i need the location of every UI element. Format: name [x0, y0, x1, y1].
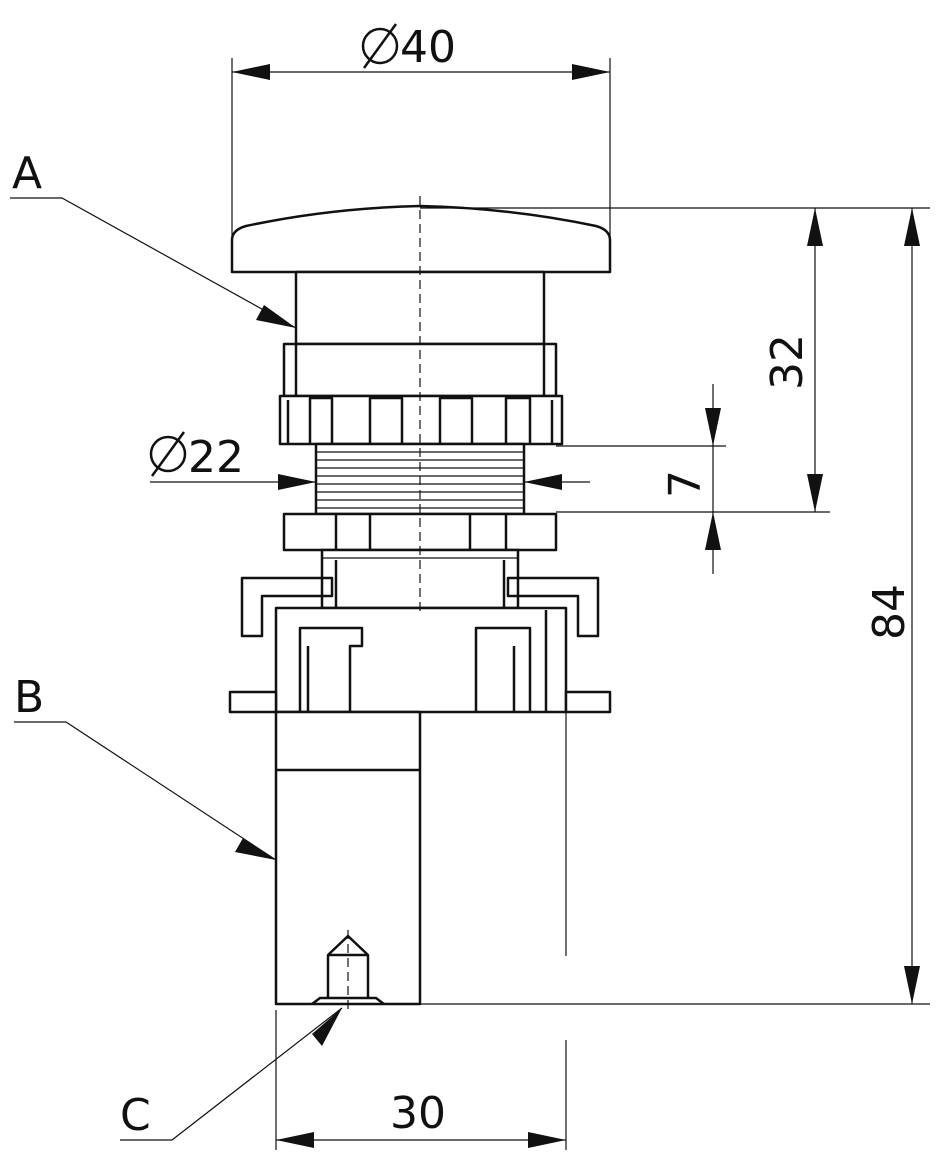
serrated-ring [278, 394, 564, 446]
pushbutton-body [228, 204, 612, 1006]
dim-label-block-width: 30 [390, 1088, 446, 1139]
dim-label-head-height: 32 [762, 334, 813, 390]
leader-a: A [10, 148, 297, 329]
leader-b: B [14, 672, 277, 861]
dimension-overall-height: 84 [420, 208, 930, 1005]
dimension-thread-diameter: 22 [149, 431, 590, 490]
dimension-panel-gap: 7 [556, 384, 726, 574]
dimension-block-width: 30 [275, 712, 567, 1150]
leader-c: C [120, 1007, 343, 1141]
dim-label-head-diameter: 40 [400, 22, 456, 73]
dim-label-overall-height: 84 [864, 584, 915, 640]
label-part-a: A [12, 148, 42, 199]
mushroom-head [230, 204, 612, 274]
label-part-b: B [14, 672, 44, 723]
mounting-clip-right [506, 576, 600, 638]
adapter-block [228, 606, 612, 714]
diameter-symbol [149, 431, 187, 477]
diameter-symbol [361, 23, 399, 69]
dim-label-thread-diameter: 22 [188, 432, 244, 483]
label-part-c: C [120, 1090, 151, 1141]
mounting-clip-left [240, 576, 334, 638]
dim-label-panel-gap: 7 [660, 470, 711, 498]
dimension-head-height: 32 [420, 207, 930, 513]
dimension-head-diameter: 40 [231, 22, 611, 236]
